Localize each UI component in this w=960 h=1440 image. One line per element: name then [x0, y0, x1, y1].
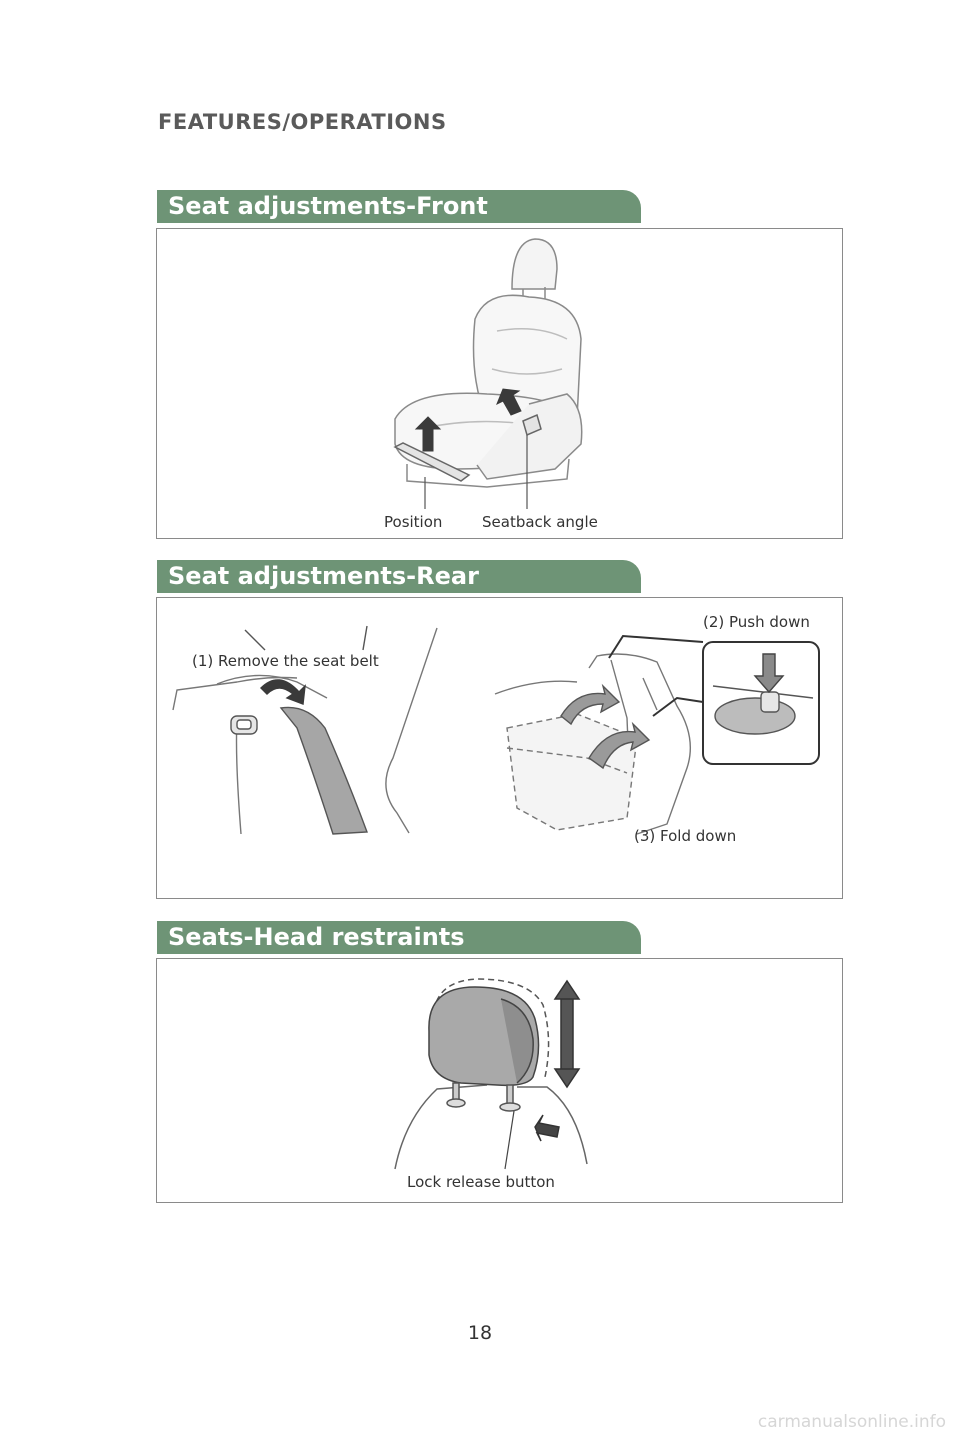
head-restraint-illustration [394, 978, 588, 1170]
head-restraint-panel: Lock release button [156, 958, 843, 1203]
front-seat-panel: Position Seatback angle [156, 228, 843, 539]
section-title-rear-seat: Seat adjustments-Rear [157, 560, 641, 593]
label-remove-seat-belt: (1) Remove the seat belt [192, 652, 379, 670]
rear-seat-panel: (1) Remove the seat belt (2) Push down (… [156, 597, 843, 899]
label-lock-release-button: Lock release button [407, 1173, 555, 1191]
label-seatback-angle: Seatback angle [482, 513, 598, 531]
watermark: carmanualsonline.info [757, 1412, 946, 1432]
section-title-front-seat: Seat adjustments-Front [157, 190, 641, 223]
label-position: Position [384, 513, 443, 531]
page-number: 18 [467, 1322, 493, 1344]
front-seat-illustration [393, 238, 583, 509]
label-fold-down: (3) Fold down [634, 827, 737, 845]
rear-seat-illustration [172, 625, 820, 835]
page-header: FEATURES/OPERATIONS [158, 110, 447, 134]
section-title-head-restraints: Seats-Head restraints [157, 921, 641, 954]
label-push-down: (2) Push down [703, 613, 810, 631]
